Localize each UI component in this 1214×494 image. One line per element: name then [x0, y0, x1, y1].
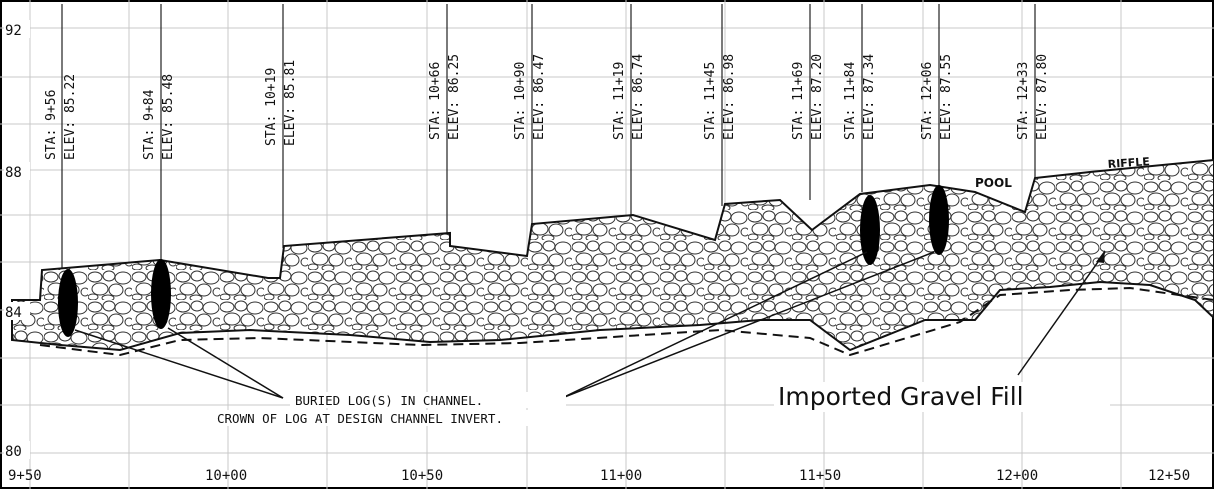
station-sta-label: STA: 10+90 — [513, 62, 528, 140]
x-tick-label: 11+50 — [799, 468, 841, 484]
station-labels: STA: 9+56 ELEV: 85.22 STA: 9+84 ELEV: 85… — [44, 54, 1050, 160]
x-tick-label: 10+50 — [401, 468, 443, 484]
station-elev-label: ELEV: 86.25 — [447, 54, 462, 140]
station-elev-label: ELEV: 85.81 — [283, 60, 298, 146]
y-tick-label: 92 — [5, 23, 22, 39]
station-elev-label: ELEV: 86.98 — [722, 54, 737, 140]
buried-log-2 — [151, 259, 171, 329]
buried-logs — [58, 185, 949, 337]
station-elev-label: ELEV: 87.55 — [939, 54, 954, 140]
log-note-line-1: BURIED LOG(S) IN CHANNEL. — [295, 393, 483, 408]
gravel-fill-label: Imported Gravel Fill — [778, 382, 1024, 411]
design-invert-dashed-line — [39, 286, 1214, 357]
station-sta-label: STA: 11+69 — [791, 62, 806, 140]
station-sta-label: STA: 11+45 — [703, 62, 718, 140]
log-note-bg-1 — [290, 392, 566, 408]
buried-log-1 — [58, 269, 78, 337]
callout-leaders — [74, 251, 1106, 399]
gravel-label-bg — [774, 382, 1110, 412]
x-tick-label: 12+50 — [1148, 468, 1190, 484]
pool-label: POOL — [975, 176, 1012, 190]
x-tick-label: 11+00 — [600, 468, 642, 484]
y-tick-label: 84 — [5, 305, 22, 321]
y-tick-label: 88 — [5, 165, 22, 181]
station-sta-label: STA: 12+06 — [920, 62, 935, 140]
station-elev-label: ELEV: 85.48 — [161, 74, 176, 160]
log-note-bg-2 — [213, 410, 617, 426]
x-axis: 9+50 10+00 10+50 11+00 11+50 12+00 12+50 — [8, 468, 1190, 484]
y-axis: 92 88 84 80 — [4, 20, 30, 460]
log-note-line-2: CROWN OF LOG AT DESIGN CHANNEL INVERT. — [217, 411, 503, 426]
station-sta-label: STA: 10+19 — [264, 68, 279, 146]
x-tick-label: 10+00 — [205, 468, 247, 484]
gravel-fill-body — [11, 158, 1214, 352]
station-sta-label: STA: 9+56 — [44, 90, 59, 160]
station-elev-label: ELEV: 85.22 — [63, 74, 78, 160]
station-sta-label: STA: 10+66 — [428, 62, 443, 140]
station-sta-label: STA: 9+84 — [142, 89, 157, 160]
station-elev-label: ELEV: 86.47 — [532, 54, 547, 140]
station-elev-label: ELEV: 87.20 — [810, 54, 825, 140]
buried-log-4 — [929, 185, 949, 255]
station-elev-label: ELEV: 87.80 — [1035, 54, 1050, 140]
x-tick-label: 9+50 — [8, 468, 42, 484]
station-elev-label: ELEV: 87.34 — [862, 54, 877, 140]
y-tick-label: 80 — [5, 444, 22, 460]
station-elev-label: ELEV: 86.74 — [631, 54, 646, 140]
x-tick-label: 12+00 — [996, 468, 1038, 484]
station-leaders — [61, 4, 1036, 272]
riffle-label: RIFFLE — [1107, 155, 1150, 171]
station-sta-label: STA: 11+19 — [612, 62, 627, 140]
gravel-arrowhead — [1096, 250, 1105, 263]
station-sta-label: STA: 12+33 — [1016, 62, 1031, 140]
buried-log-3 — [860, 195, 880, 265]
station-sta-label: STA: 11+84 — [843, 62, 858, 140]
